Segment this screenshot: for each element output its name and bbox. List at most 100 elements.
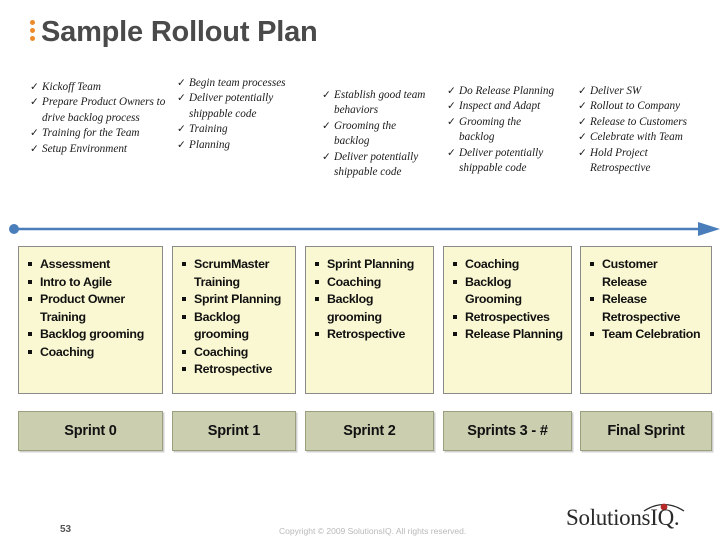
square-bullet-icon	[28, 349, 32, 354]
checklist-item-label: Deliver SW	[590, 85, 642, 97]
square-bullet-icon	[453, 314, 457, 319]
sprint-label-text: Sprints 3 - #	[467, 423, 548, 439]
page-title-text: Sample Rollout Plan	[41, 16, 318, 48]
list-item: Retrospective	[181, 361, 289, 379]
check-icon: ✓	[322, 151, 331, 163]
activity-box-final-sprint[interactable]: Customer Release Release Retrospective T…	[580, 246, 712, 394]
sprint-label-0[interactable]: Sprint 0	[18, 411, 163, 451]
checklist-item: ✓Grooming the backlog	[447, 115, 559, 146]
check-icon: ✓	[447, 86, 456, 97]
logo-text: SolutionsIQ.	[566, 505, 680, 530]
list-item: Customer Release	[589, 256, 705, 291]
checklist-item-label: Prepare Product Owners to drive backlog …	[42, 96, 166, 124]
checklist-item-label: Kickoff Team	[42, 81, 101, 93]
square-bullet-icon	[590, 297, 594, 301]
square-bullet-icon	[315, 279, 319, 284]
checklist-item: ✓Deliver SW	[578, 84, 706, 99]
square-bullet-icon	[182, 367, 186, 371]
list-item-label: Coaching	[40, 344, 95, 359]
check-icon: ✓	[322, 120, 331, 132]
checklist-item: ✓Hold Project Retrospective	[578, 146, 706, 177]
list-item-label: Retrospective	[194, 362, 273, 376]
checklist-item: ✓Setup Environment	[30, 142, 170, 157]
checklist-item: ✓Deliver potentially shippable code	[177, 91, 297, 122]
check-icon: ✓	[177, 139, 186, 151]
checklist-item-label: Deliver potentially shippable code	[334, 150, 419, 179]
check-icon: ✓	[177, 78, 186, 89]
list-item-label: Release Retrospective	[602, 292, 681, 324]
square-bullet-icon	[28, 262, 32, 266]
list-item-label: Retrospectives	[465, 309, 550, 324]
checklist-item: ✓Training for the Team	[30, 126, 170, 141]
sprint-label-3[interactable]: Sprints 3 - #	[443, 411, 572, 451]
checklist-item-label: Deliver potentially shippable code	[189, 92, 274, 120]
activity-box-sprint-0[interactable]: Assessment Intro to Agile Product Owner …	[18, 246, 163, 394]
list-item: Release Planning	[452, 326, 565, 344]
list-item-label: Release Planning	[465, 327, 563, 341]
square-bullet-icon	[453, 332, 457, 336]
checklist-item: ✓Kickoff Team	[30, 80, 170, 95]
square-bullet-icon	[28, 279, 32, 284]
timeline-start-dot-icon	[9, 224, 19, 234]
checklist-item: ✓Planning	[177, 138, 297, 153]
checklist-item: ✓Begin team processes	[177, 76, 297, 91]
check-icon: ✓	[30, 97, 39, 109]
checklist-item-label: Training for the Team	[42, 127, 140, 140]
list-item-label: Sprint Planning	[327, 257, 415, 271]
list-item-label: Coaching	[327, 274, 382, 289]
page-title: Sample Rollout Plan	[30, 18, 318, 47]
square-bullet-icon	[182, 262, 186, 266]
square-bullet-icon	[315, 332, 319, 336]
square-bullet-icon	[315, 262, 319, 266]
checklist-item: ✓Prepare Product Owners to drive backlog…	[30, 95, 170, 126]
checklist-item: ✓Establish good team behaviors	[322, 88, 434, 119]
list-item: Retrospective	[314, 326, 427, 344]
check-icon: ✓	[322, 90, 331, 101]
checklist-item: ✓Do Release Planning	[447, 84, 559, 99]
list-item: Intro to Agile	[27, 274, 156, 292]
check-icon: ✓	[30, 82, 39, 93]
list-item-label: Sprint Planning	[194, 292, 282, 306]
checklist-item-label: Hold Project Retrospective	[590, 146, 651, 175]
activity-box-sprints-3-n[interactable]: Coaching Backlog Grooming Retrospectives…	[443, 246, 572, 394]
check-icon: ✓	[30, 143, 39, 155]
checklist-column-4: ✓Do Release Planning ✓Inspect and Adapt …	[447, 84, 559, 176]
timeline-arrowhead-icon	[698, 222, 720, 236]
check-icon: ✓	[177, 93, 186, 105]
list-item: ScrumMaster Training	[181, 256, 289, 291]
list-item: Team Celebration	[589, 326, 705, 344]
check-icon: ✓	[578, 147, 587, 159]
list-item-label: Coaching	[194, 344, 249, 359]
check-icon: ✓	[578, 86, 587, 97]
checklist-item: ✓Deliver potentially shippable code	[447, 146, 559, 177]
check-icon: ✓	[578, 132, 587, 144]
sprint-label-1[interactable]: Sprint 1	[172, 411, 296, 451]
list-item: Backlog grooming	[27, 326, 156, 344]
sprint-label-text: Sprint 0	[64, 423, 117, 439]
list-item: Release Retrospective	[589, 291, 705, 326]
checklist-item-label: Planning	[189, 138, 231, 151]
list-item: Product Owner Training	[27, 291, 156, 326]
activity-box-sprint-2[interactable]: Sprint Planning Coaching Backlog groomin…	[305, 246, 434, 394]
list-item: Backlog grooming	[314, 291, 427, 326]
check-icon: ✓	[578, 116, 587, 128]
title-bullet-dots-icon	[30, 20, 35, 45]
list-item-label: Backlog grooming	[327, 292, 382, 324]
activity-box-sprint-1[interactable]: ScrumMaster Training Sprint Planning Bac…	[172, 246, 296, 394]
sprint-label-4[interactable]: Final Sprint	[580, 411, 712, 451]
checklist-item-label: Setup Environment	[42, 142, 128, 155]
square-bullet-icon	[182, 297, 186, 301]
list-item: Assessment	[27, 256, 156, 274]
list-item: Coaching	[181, 344, 289, 362]
solutionsiq-logo: SolutionsIQ.	[566, 497, 716, 531]
sprint-label-2[interactable]: Sprint 2	[305, 411, 434, 451]
list-item: Coaching	[452, 256, 565, 274]
list-item-label: Intro to Agile	[40, 274, 112, 289]
list-item: Sprint Planning	[181, 291, 289, 309]
list-item-label: Customer Release	[602, 257, 658, 289]
checklist-column-5: ✓Deliver SW ✓Rollout to Company ✓Release…	[578, 84, 706, 176]
square-bullet-icon	[590, 332, 594, 336]
logo-dot-icon	[660, 503, 668, 511]
sprint-label-text: Final Sprint	[607, 423, 685, 439]
list-item-label: Coaching	[465, 257, 520, 271]
